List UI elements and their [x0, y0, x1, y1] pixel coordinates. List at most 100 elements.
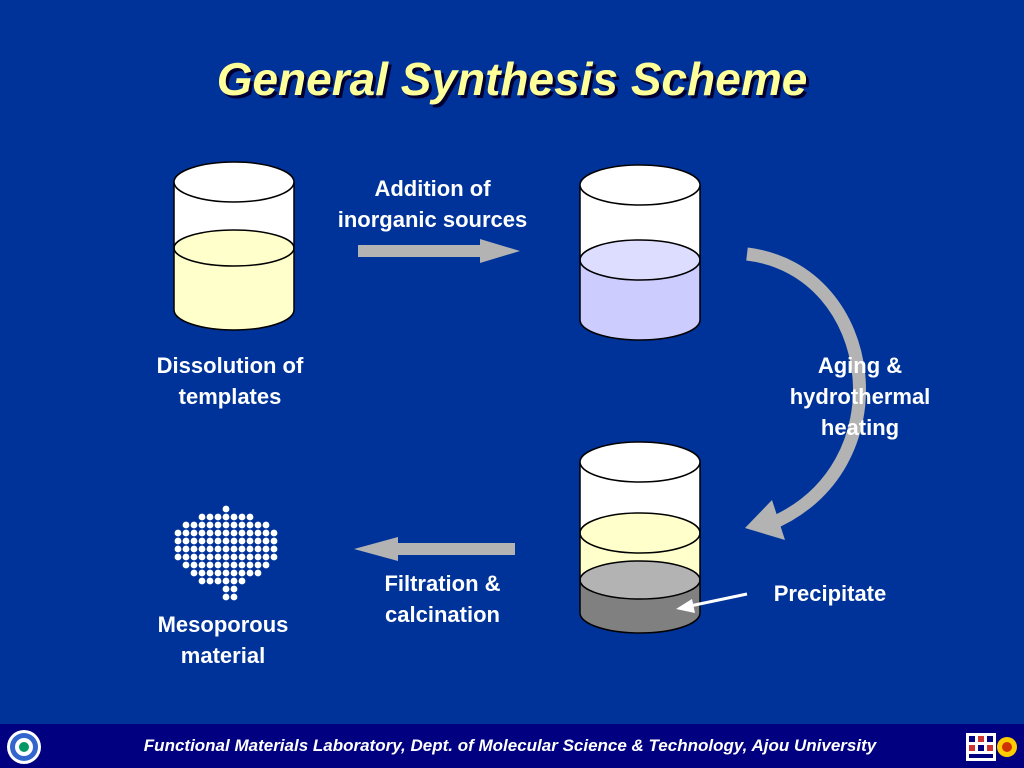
- precipitate-pointer-arrow: [676, 592, 748, 613]
- pore-dot: [190, 561, 198, 569]
- pore-dot: [206, 577, 214, 585]
- pore-dot: [206, 561, 214, 569]
- pore-dot: [230, 521, 238, 529]
- precipitate-surface: [579, 560, 701, 600]
- pore-dot: [270, 545, 278, 553]
- pore-dot: [262, 537, 270, 545]
- pore-dot: [246, 537, 254, 545]
- pore-dot: [222, 569, 230, 577]
- addition-label-line-1: Addition of: [374, 176, 491, 201]
- pore-dot: [246, 553, 254, 561]
- pore-dot: [238, 513, 246, 521]
- pore-dot: [222, 561, 230, 569]
- pore-dot: [262, 521, 270, 529]
- pore-dot: [238, 577, 246, 585]
- pore-dot: [206, 553, 214, 561]
- pore-dot: [206, 521, 214, 529]
- pore-dot: [198, 545, 206, 553]
- precipitate-label: Precipitate: [755, 578, 905, 609]
- addition-label: Addition of inorganic sources: [305, 173, 560, 235]
- pore-dot: [198, 529, 206, 537]
- aging-label-line-1: Aging &: [817, 353, 903, 378]
- pore-dot: [190, 553, 198, 561]
- pore-dot: [222, 577, 230, 585]
- pore-dot: [182, 537, 190, 545]
- pore-dot: [206, 545, 214, 553]
- pore-dot: [206, 537, 214, 545]
- pore-dot: [238, 561, 246, 569]
- pore-dot: [246, 529, 254, 537]
- pore-dot: [238, 529, 246, 537]
- pore-dot: [238, 553, 246, 561]
- pore-dot: [174, 537, 182, 545]
- pore-dot: [174, 529, 182, 537]
- pore-dot: [214, 561, 222, 569]
- pore-dot: [254, 553, 262, 561]
- pore-dot: [238, 545, 246, 553]
- pore-dot: [190, 521, 198, 529]
- beaker-precipitate: [579, 441, 701, 634]
- pore-dot: [238, 537, 246, 545]
- pore-dot: [198, 569, 206, 577]
- pore-dot: [214, 569, 222, 577]
- pore-dot: [206, 513, 214, 521]
- pore-dot: [222, 537, 230, 545]
- filtration-label-line-2: calcination: [385, 602, 500, 627]
- pore-dot: [214, 553, 222, 561]
- product-label-line-1: Mesoporous: [157, 612, 289, 637]
- lab-logo-icon: [966, 733, 1017, 761]
- pore-dot: [182, 553, 190, 561]
- pore-dot: [182, 521, 190, 529]
- pore-dot: [222, 545, 230, 553]
- pore-dot: [198, 513, 206, 521]
- pore-dot: [270, 553, 278, 561]
- template-liquid: [174, 248, 294, 330]
- aging-label: Aging & hydrothermal heating: [760, 350, 960, 443]
- inorganic-liquid: [580, 260, 700, 340]
- pore-dot: [230, 537, 238, 545]
- pore-dot: [262, 553, 270, 561]
- pore-dot: [262, 545, 270, 553]
- pore-dot: [246, 521, 254, 529]
- dissolution-label-line-1: Dissolution of: [156, 353, 304, 378]
- pore-dot: [262, 529, 270, 537]
- pore-dot: [246, 561, 254, 569]
- pore-dot: [214, 529, 222, 537]
- pore-dot: [190, 537, 198, 545]
- pore-dot: [246, 545, 254, 553]
- pore-dot: [246, 569, 254, 577]
- arrow-addition: [358, 239, 520, 263]
- pore-dot: [222, 553, 230, 561]
- pore-dot: [230, 529, 238, 537]
- pore-dot: [182, 529, 190, 537]
- dissolution-label: Dissolution of templates: [110, 350, 350, 412]
- arrow-filtration: [354, 537, 515, 561]
- product-label: Mesoporous material: [128, 609, 318, 671]
- pore-dot: [198, 521, 206, 529]
- mesoporous-material-icon: [174, 505, 278, 601]
- pore-dot: [182, 561, 190, 569]
- pore-dot: [254, 569, 262, 577]
- pore-dot: [230, 513, 238, 521]
- pore-dot: [222, 529, 230, 537]
- pore-dot: [214, 521, 222, 529]
- pore-dot: [198, 561, 206, 569]
- pore-dot: [222, 513, 230, 521]
- aging-label-line-2: hydrothermal: [789, 384, 931, 409]
- pore-dot: [238, 569, 246, 577]
- pore-dot: [206, 569, 214, 577]
- pore-dot: [214, 537, 222, 545]
- pore-dot: [222, 585, 230, 593]
- filtration-label: Filtration & calcination: [350, 568, 535, 630]
- pore-dot: [246, 513, 254, 521]
- pore-dot: [198, 553, 206, 561]
- inorganic-liquid-surface: [579, 239, 701, 281]
- university-seal-icon: [7, 730, 41, 764]
- pore-dot: [222, 521, 230, 529]
- pore-dot: [254, 529, 262, 537]
- pore-dot: [230, 569, 238, 577]
- pore-dot: [190, 529, 198, 537]
- pore-dot: [230, 577, 238, 585]
- pore-dot: [214, 577, 222, 585]
- beaker-inorganic-solution: [579, 164, 701, 341]
